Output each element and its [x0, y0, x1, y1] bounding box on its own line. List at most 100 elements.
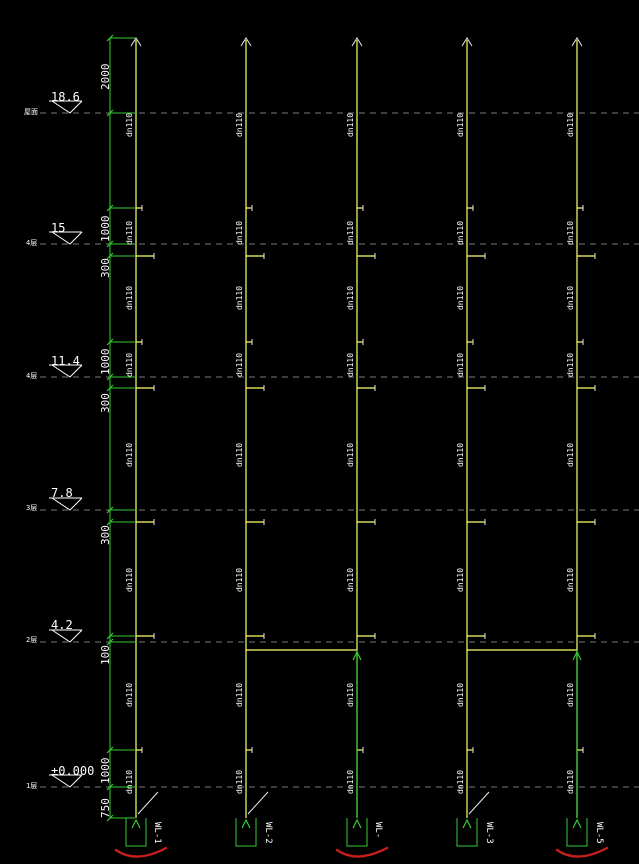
outlet-arrow-icon [572, 818, 582, 829]
dimension-tick [106, 373, 114, 381]
pipe-size-label: dn110 [346, 568, 355, 592]
pipe-size-label: dn110 [566, 353, 575, 377]
pipe-size-label: dn110 [346, 683, 355, 707]
pipe-size-label: dn110 [235, 113, 244, 137]
dimension-tick [106, 506, 114, 514]
outlet-box [566, 818, 588, 847]
pipe-size-label: dn110 [566, 221, 575, 245]
pipe-size-label: dn110 [566, 568, 575, 592]
dimension-tick [106, 632, 114, 640]
pipe-size-label: dn110 [456, 443, 465, 467]
floor-text: 3层 [26, 504, 37, 512]
pipe-size-label: dn110 [456, 683, 465, 707]
pipe-size-label: dn110 [235, 770, 244, 794]
riser-tag: WL-3 [484, 822, 494, 844]
level-label-2: 15 4层 [26, 221, 65, 247]
dimension-text: 750 [99, 798, 112, 818]
dimension-text: 1000 [99, 216, 112, 243]
pipe-size-label: dn110 [235, 443, 244, 467]
dimension-text: 2000 [99, 64, 112, 91]
pipe-size-label: dn110 [566, 113, 575, 137]
dimension-text: 300 [99, 525, 112, 545]
dimension-tick [106, 109, 114, 117]
elevation-text: ±0.000 [51, 764, 94, 778]
pipe-size-label: dn110 [125, 353, 134, 377]
elevation-text: 11.4 [51, 354, 80, 368]
elevation-triangle [51, 231, 83, 245]
pipe-size-label: dn110 [125, 568, 134, 592]
floor-text: 1层 [26, 782, 37, 790]
pipe-size-label: dn110 [125, 683, 134, 707]
dimension-tick [106, 338, 114, 346]
dimension-tick [106, 204, 114, 212]
riser-tag: WL-5 [594, 822, 604, 844]
pipe-size-label: dn110 [566, 683, 575, 707]
dimension-tick [106, 638, 114, 646]
risers: dn110 dn110 dn110 dn110 dn110 dn110 dn110 dn110… [114, 37, 609, 858]
level-label-3: 11.4 4层 [26, 354, 80, 380]
dimension-tick [106, 252, 114, 260]
vent-cap-icon [571, 37, 583, 47]
dimension-text: 1000 [99, 758, 112, 785]
elevation-triangle [51, 100, 83, 114]
dimension-chain [106, 34, 135, 822]
outlet-box [235, 818, 257, 847]
elevation-triangle [51, 774, 83, 788]
outlet-arrow-icon [352, 818, 362, 829]
dimension-tick [106, 783, 114, 791]
red-annotation-mark [555, 846, 609, 858]
dimension-tick [106, 384, 114, 392]
outlet-arrow-icon [131, 818, 141, 829]
pipe-size-label: dn110 [346, 286, 355, 310]
red-annotation-mark [114, 846, 168, 858]
pipe-size-label: dn110 [125, 221, 134, 245]
pipe-size-label: dn110 [566, 443, 575, 467]
pipe-size-label: dn110 [456, 286, 465, 310]
elevation-text: 4.2 [51, 618, 73, 632]
pipe-size-label: dn110 [346, 113, 355, 137]
level-label-5: 4.2 2层 [26, 618, 73, 644]
pipe-size-label: dn110 [235, 286, 244, 310]
outlet-arrow-icon [241, 818, 251, 829]
riser-tag: WL-2 [263, 822, 273, 844]
elevation-triangle [51, 497, 83, 511]
dimension-tick [106, 34, 114, 42]
dimension-tick [106, 746, 114, 754]
riser-tag: WL- [373, 822, 383, 838]
pipe-size-label: dn110 [235, 568, 244, 592]
pipe-size-label: dn110 [235, 683, 244, 707]
vent-cap-icon [130, 37, 142, 47]
floor-text: 屋面 [24, 108, 38, 116]
outlet-box [346, 818, 368, 847]
dimension-text: 300 [99, 393, 112, 413]
elevation-triangle [51, 364, 83, 378]
outlet-box [125, 818, 147, 847]
elevation-text: 7.8 [51, 486, 73, 500]
floor-text: 4层 [26, 239, 37, 247]
pipe-size-label: dn110 [566, 770, 575, 794]
pipe-size-label: dn110 [456, 113, 465, 137]
pipe-size-label: dn110 [125, 286, 134, 310]
outlet-arrow-icon [462, 818, 472, 829]
pipe-size-label: dn110 [346, 221, 355, 245]
red-annotation-mark [335, 846, 389, 858]
pipe-size-label: dn110 [456, 221, 465, 245]
level-label-6: ±0.000 1层 [26, 764, 94, 790]
cleanout-leader [137, 791, 159, 815]
green-arrow-icon [572, 650, 582, 661]
dimension-tick [106, 518, 114, 526]
riser-tag: WL-1 [152, 822, 162, 844]
vent-cap-icon [240, 37, 252, 47]
level-lines [40, 100, 639, 788]
pipe-size-label: dn110 [346, 770, 355, 794]
floor-text: 4层 [26, 372, 37, 380]
pipe-size-label: dn110 [235, 353, 244, 377]
dimension-text: 300 [99, 258, 112, 278]
pipe-size-label: dn110 [456, 353, 465, 377]
pipe-size-label: dn110 [125, 113, 134, 137]
